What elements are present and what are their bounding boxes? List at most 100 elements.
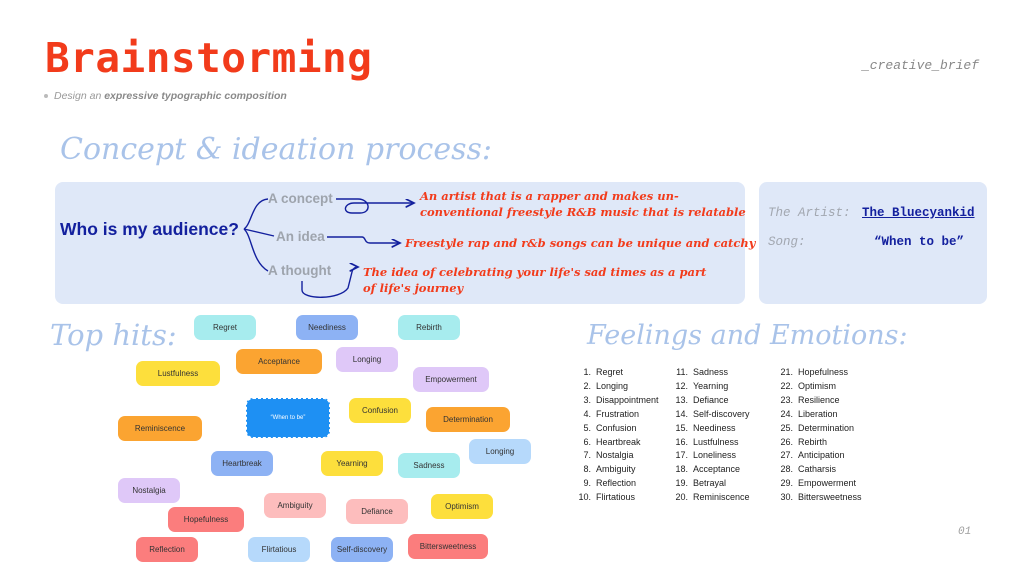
- feeling-item: 2. Longing: [577, 380, 659, 394]
- feeling-item: 10.Flirtatious: [577, 491, 659, 505]
- feeling-number: 22.: [780, 380, 793, 391]
- feeling-item: 14. Self-discovery: [674, 408, 750, 422]
- feeling-item: 6.Heartbreak: [577, 436, 659, 450]
- feeling-number: 27.: [780, 450, 793, 461]
- emotion-pill[interactable]: Neediness: [296, 315, 358, 340]
- arrow-concept: [336, 198, 414, 214]
- feelings-heading: Feelings and Emotions:: [587, 320, 908, 351]
- feeling-label: Confusion: [596, 422, 637, 433]
- feeling-item: 3.Disappointment: [577, 394, 658, 408]
- emotion-pill[interactable]: Self-discovery: [331, 537, 393, 562]
- feeling-label: Self-discovery: [693, 408, 750, 419]
- emotion-pill[interactable]: Optimism: [431, 494, 493, 519]
- feeling-label: Nostalgia: [596, 450, 634, 461]
- feeling-item: 17. Loneliness: [674, 449, 750, 463]
- feeling-number: 1.: [583, 367, 591, 377]
- emotion-pill[interactable]: Ambiguity: [264, 493, 326, 518]
- feeling-label: Resilience: [798, 394, 840, 405]
- page-title: Brainstorming: [45, 34, 373, 82]
- feeling-item: 4. Frustration: [577, 408, 659, 422]
- feeling-number: 19.: [675, 478, 688, 489]
- emotion-pill[interactable]: Rebirth: [398, 315, 460, 340]
- emotion-pill[interactable]: Acceptance: [236, 349, 322, 374]
- emotion-pill[interactable]: Flirtatious: [248, 537, 310, 562]
- feeling-number: 2.: [583, 380, 591, 391]
- emotion-pill[interactable]: Confusion: [349, 398, 411, 423]
- emotion-pill[interactable]: Sadness: [398, 453, 460, 478]
- feeling-item: 12.Yearning: [674, 380, 750, 394]
- feeling-label: Frustration: [596, 408, 640, 419]
- emotion-pill[interactable]: Defiance: [346, 499, 408, 524]
- creative-brief-label: _creative_brief: [862, 58, 980, 73]
- emotion-pill[interactable]: Heartbreak: [211, 451, 273, 476]
- feeling-number: 14.: [675, 408, 688, 419]
- selected-song-pill[interactable]: “When to be”: [246, 398, 330, 438]
- note-thought-line-2: of life's journey: [363, 281, 464, 295]
- emotion-pill[interactable]: Reflection: [136, 537, 198, 562]
- top-hits-heading: Top hits:: [50, 318, 177, 352]
- feeling-item: 21.Hopefulness: [779, 366, 862, 380]
- feeling-item: 5.Confusion: [577, 422, 659, 436]
- feeling-number: 24.: [780, 408, 793, 419]
- feeling-number: 7.: [583, 450, 591, 461]
- feeling-number: 26.: [780, 436, 793, 447]
- feeling-label: Reminiscence: [693, 492, 750, 503]
- emotion-pill[interactable]: Yearning: [321, 451, 383, 476]
- feeling-label: Neediness: [693, 422, 736, 433]
- feeling-label: Optimism: [798, 380, 836, 391]
- feeling-item: 23. Resilience: [779, 394, 862, 408]
- feeling-item: 27.Anticipation: [779, 449, 862, 463]
- feeling-number: 12.: [675, 380, 688, 391]
- emotion-pill[interactable]: Bittersweetness: [408, 534, 488, 559]
- feeling-item: 22. Optimism: [779, 380, 862, 394]
- emotion-pill[interactable]: Reminiscence: [118, 416, 202, 441]
- audience-question: Who is my audience?: [60, 219, 239, 239]
- feeling-label: Defiance: [693, 394, 729, 405]
- brace-mid: [243, 228, 275, 237]
- feeling-number: 20.: [675, 492, 688, 503]
- artist-name-link[interactable]: The Bluecyankid: [862, 206, 975, 220]
- feeling-item: 24. Liberation: [779, 408, 862, 422]
- feeling-label: Longing: [596, 380, 629, 391]
- feeling-number: 6.: [583, 436, 591, 447]
- feeling-number: 17.: [675, 450, 688, 461]
- song-label: Song:: [768, 235, 806, 249]
- feeling-item: 26. Rebirth: [779, 436, 862, 450]
- branch-idea: An idea: [276, 229, 325, 244]
- emotion-pill[interactable]: Hopefulness: [168, 507, 244, 532]
- feeling-item: 30.Bittersweetness: [779, 491, 861, 505]
- note-concept-line-1: An artist that is a rapper and makes un-: [420, 189, 679, 203]
- feeling-number: 9.: [583, 478, 591, 489]
- emotion-pill[interactable]: Lustfulness: [136, 361, 220, 386]
- emotion-pill[interactable]: Nostalgia: [118, 478, 180, 503]
- feeling-item: 29.Empowerment: [779, 477, 862, 491]
- emotion-pill[interactable]: Determination: [426, 407, 510, 432]
- emotion-pill[interactable]: Longing: [336, 347, 398, 372]
- feeling-label: Rebirth: [798, 436, 828, 447]
- emotion-pill[interactable]: Longing: [469, 439, 531, 464]
- feeling-number: 16.: [675, 436, 688, 447]
- emotion-pill[interactable]: Empowerment: [413, 367, 489, 392]
- feeling-number: 4.: [583, 408, 591, 419]
- feeling-number: 15.: [675, 422, 688, 433]
- feeling-label: Reflection: [596, 478, 637, 489]
- concept-heading: Concept & ideation process:: [60, 132, 492, 167]
- bullet-dot: [44, 94, 48, 99]
- emotion-pill[interactable]: Regret: [194, 315, 256, 340]
- feeling-item: 13.Defiance: [674, 394, 750, 408]
- note-idea: Freestyle rap and r&b songs can be uniqu…: [405, 235, 755, 251]
- feeling-item: 8.Ambiguity: [577, 463, 659, 477]
- feeling-number: 23.: [780, 394, 793, 405]
- feeling-label: Loneliness: [693, 450, 737, 461]
- feeling-label: Liberation: [798, 408, 838, 419]
- feeling-item: 28.Catharsis: [779, 463, 862, 477]
- artist-label: The Artist:: [768, 206, 851, 220]
- feeling-number: 18.: [675, 464, 688, 475]
- feeling-number: 25.: [780, 422, 793, 433]
- feeling-label: Determination: [798, 422, 855, 433]
- feeling-number: 3.: [583, 394, 591, 405]
